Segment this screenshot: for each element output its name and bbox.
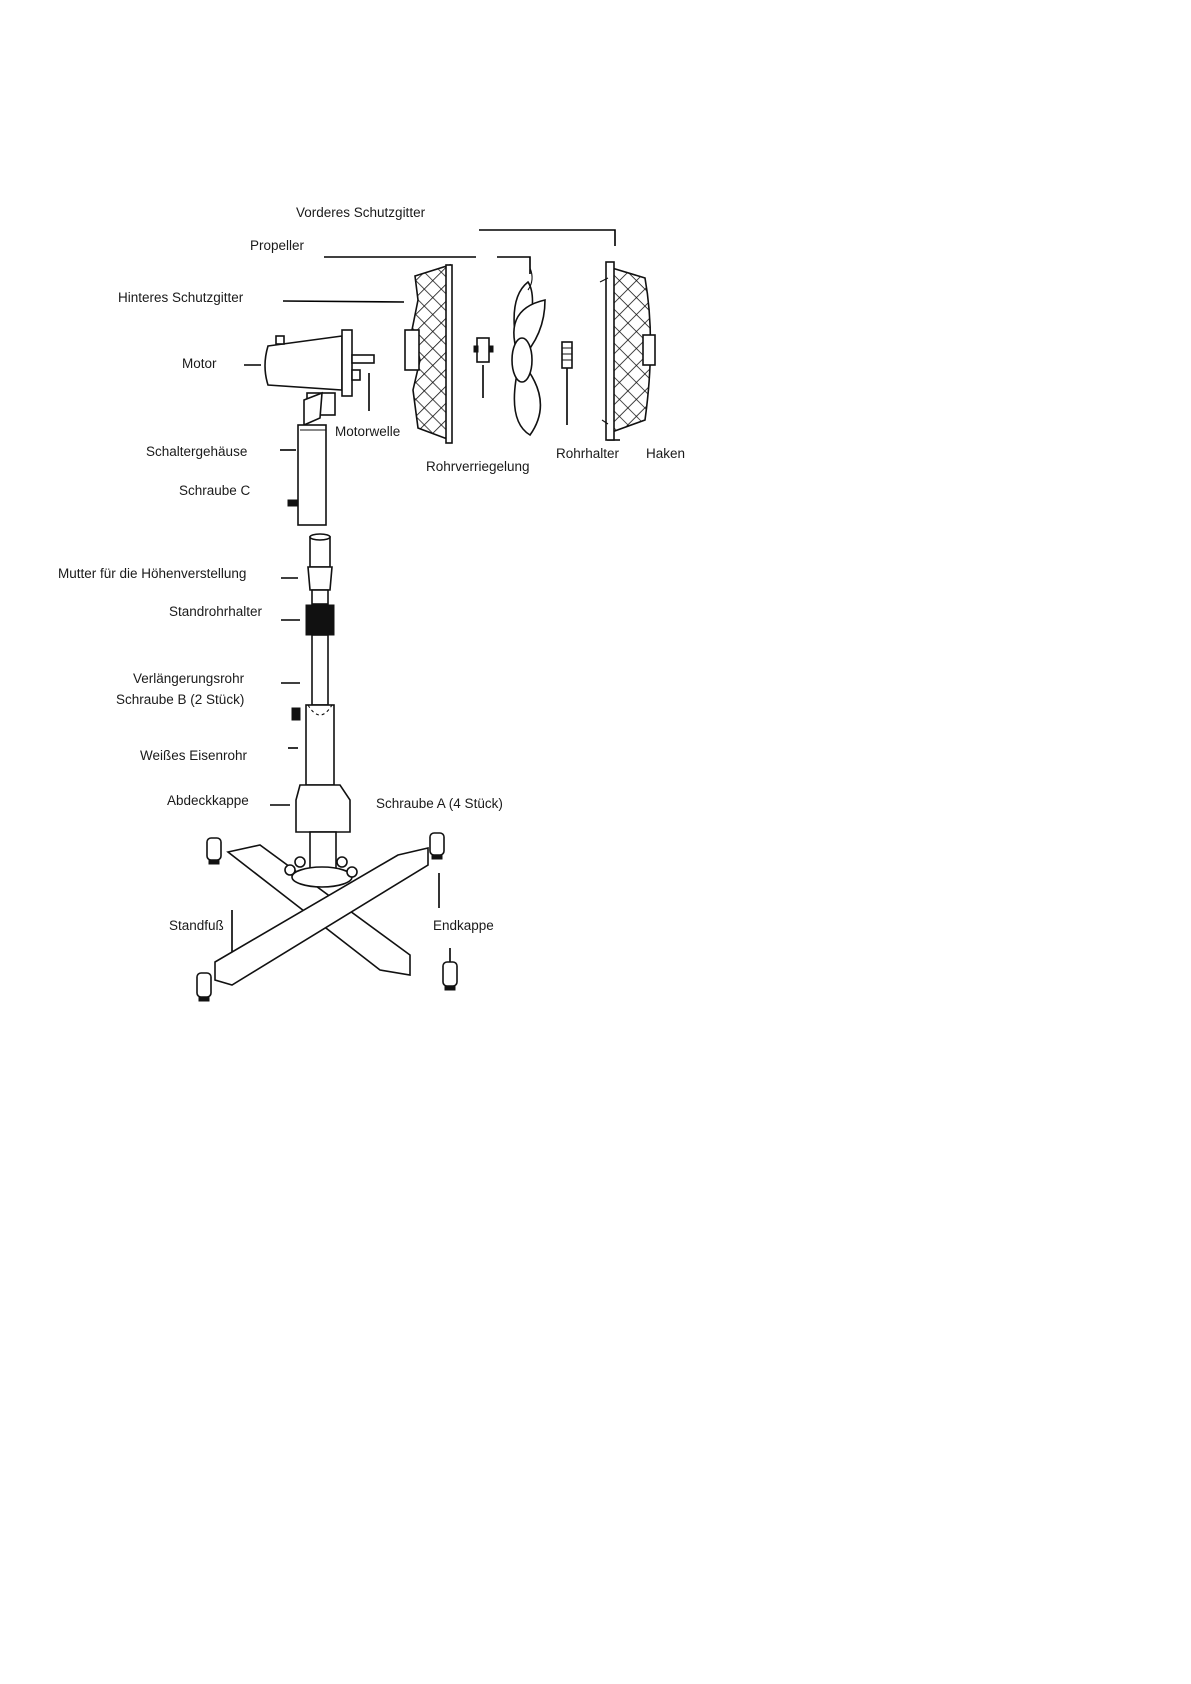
label-switch-housing: Schaltergehäuse	[146, 444, 247, 459]
label-screw-b: Schraube B (2 Stück)	[116, 692, 244, 707]
label-white-iron-pipe: Weißes Eisenrohr	[140, 748, 248, 763]
label-stand-pipe-holder: Standrohrhalter	[169, 604, 263, 619]
label-hook: Haken	[646, 446, 685, 461]
rear-guard-part	[405, 265, 452, 443]
stand-pole-part	[292, 534, 350, 872]
label-propeller: Propeller	[250, 238, 305, 253]
pipe-holder-part	[562, 342, 572, 368]
switch-housing-part	[288, 425, 326, 525]
label-height-nut: Mutter für die Höhenverstellung	[58, 566, 246, 581]
propeller-part	[512, 268, 545, 435]
label-stand-foot: Standfuß	[169, 918, 224, 933]
label-cover-cap: Abdeckkappe	[167, 793, 249, 808]
label-end-cap: Endkappe	[433, 918, 494, 933]
label-extension-pipe: Verlängerungsrohr	[133, 671, 245, 686]
label-screw-c: Schraube C	[179, 483, 251, 498]
label-front-guard: Vorderes Schutzgitter	[296, 205, 426, 220]
label-pipe-lock: Rohrverriegelung	[426, 459, 530, 474]
label-motor-shaft: Motorwelle	[335, 424, 400, 439]
label-rear-guard: Hinteres Schutzgitter	[118, 290, 244, 305]
motor-part	[265, 330, 374, 425]
front-guard-part	[600, 262, 655, 440]
label-screw-a: Schraube A (4 Stück)	[376, 796, 503, 811]
pipe-lock-part	[474, 338, 493, 362]
label-motor: Motor	[182, 356, 217, 371]
label-pipe-holder: Rohrhalter	[556, 446, 620, 461]
